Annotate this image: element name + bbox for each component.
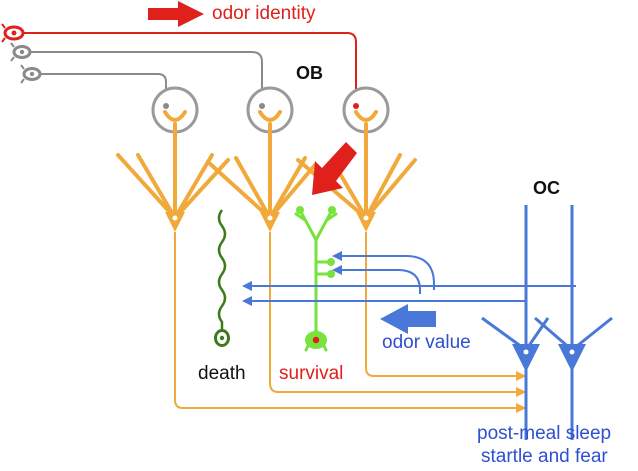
odor-identity-label: odor identity [212, 3, 316, 24]
grey-sensory-axon-upper [30, 51, 263, 104]
startle-and-fear-label: startle and fear [481, 446, 608, 467]
post-meal-sleep-label: post-meal sleep [477, 423, 612, 444]
dying-granule-cell [214, 209, 230, 347]
sensory-neuron-grey-icon-2 [20, 64, 42, 84]
pyramidal-cells [481, 205, 613, 440]
ob-label: OB [296, 63, 323, 83]
odor-value-label: odor value [382, 332, 471, 353]
death-label: death [198, 363, 246, 384]
mitral-axon-terminals [516, 371, 526, 413]
sensory-axons [22, 32, 357, 108]
odor-identity-arrow-icon [148, 1, 204, 27]
mitral-axons [174, 232, 522, 409]
odor-value-arrow-icon [380, 304, 436, 334]
granule-input-arrow-icon [312, 142, 357, 195]
mitral-somata [165, 212, 376, 232]
surviving-granule-spines [296, 206, 336, 349]
red-sensory-axon [22, 32, 357, 108]
centrifugal-terminals [242, 251, 342, 306]
pyramidal-somata [512, 344, 586, 372]
sensory-neuron-red-icon [1, 23, 25, 43]
centrifugal-fibres [244, 255, 576, 302]
oc-label: OC [533, 178, 560, 198]
surviving-granule-cell [294, 208, 338, 352]
survival-label: survival [279, 363, 344, 384]
sensory-neuron-grey-icon-1 [10, 42, 32, 62]
grey-sensory-axon-lower [40, 73, 167, 104]
